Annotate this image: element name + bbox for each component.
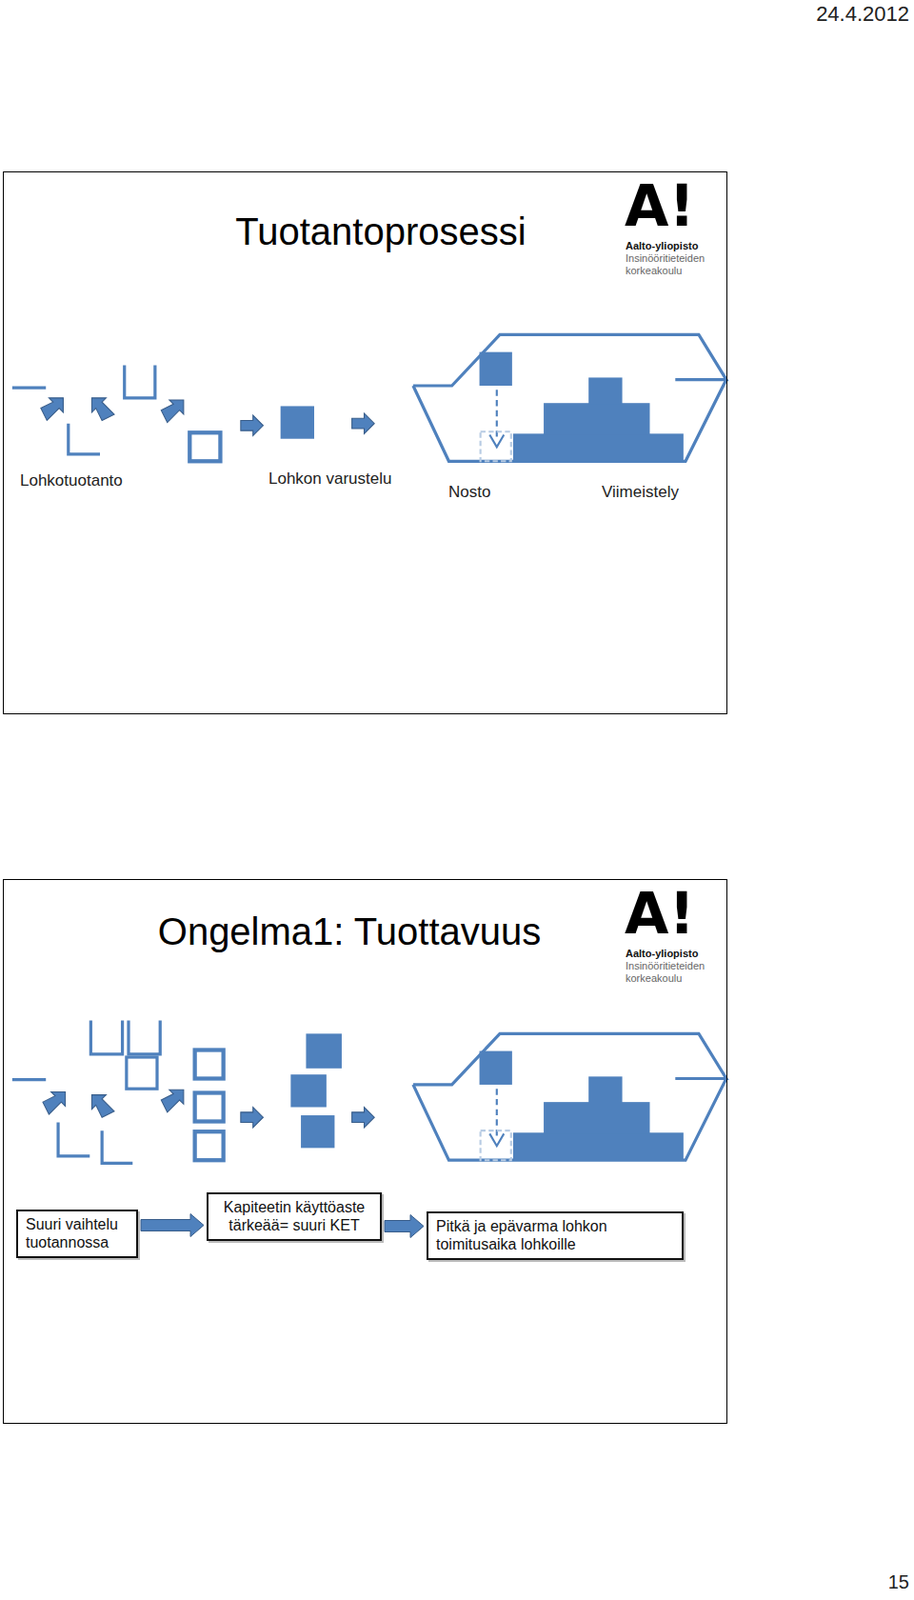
stage-label: Lohkon varustelu	[268, 469, 392, 489]
logo-text: korkeakoulu	[625, 972, 682, 985]
box-text: Suuri vaihtelu tuotannossa	[25, 1214, 129, 1252]
process-box: Suuri vaihtelu tuotannossa	[16, 1209, 139, 1258]
slide-title: Tuotantoprosessi	[235, 210, 526, 253]
slide-frame: Tuotantoprosessi	[2, 171, 728, 715]
box-text: Kapiteetin käyttöaste tärkeää= suuri KET	[216, 1197, 373, 1234]
slide-title: Ongelma1: Tuottavuus	[158, 910, 541, 953]
box-text: Pitkä ja epävarma lohkon toimitusaika lo…	[436, 1216, 675, 1253]
page-number: 15	[888, 1570, 910, 1593]
process-box: Pitkä ja epävarma lohkon toimitusaika lo…	[426, 1211, 684, 1260]
logo-mark: A!	[624, 884, 696, 942]
logo-text: Aalto-yliopisto	[625, 239, 698, 253]
block-arrow	[140, 1213, 204, 1237]
stage-label: Lohkotuotanto	[19, 471, 123, 491]
logo-text: Insinööritieteiden	[625, 959, 705, 973]
stage-label: Nosto	[448, 482, 491, 502]
date: 24.4.2012	[815, 1, 910, 26]
logo-text: Insinööritieteiden	[625, 252, 705, 265]
logo-mark: A!	[624, 177, 696, 235]
stage-label: Viimeistely	[601, 482, 679, 502]
logo-text: korkeakoulu	[625, 264, 682, 278]
slide-frame: Ongelma1: TuottavuusSuuri vaihtelu tuota…	[2, 878, 728, 1424]
logo-text: Aalto-yliopisto	[625, 947, 698, 960]
process-box: Kapiteetin käyttöaste tärkeää= suuri KET	[206, 1192, 382, 1241]
block-arrow	[384, 1214, 424, 1238]
